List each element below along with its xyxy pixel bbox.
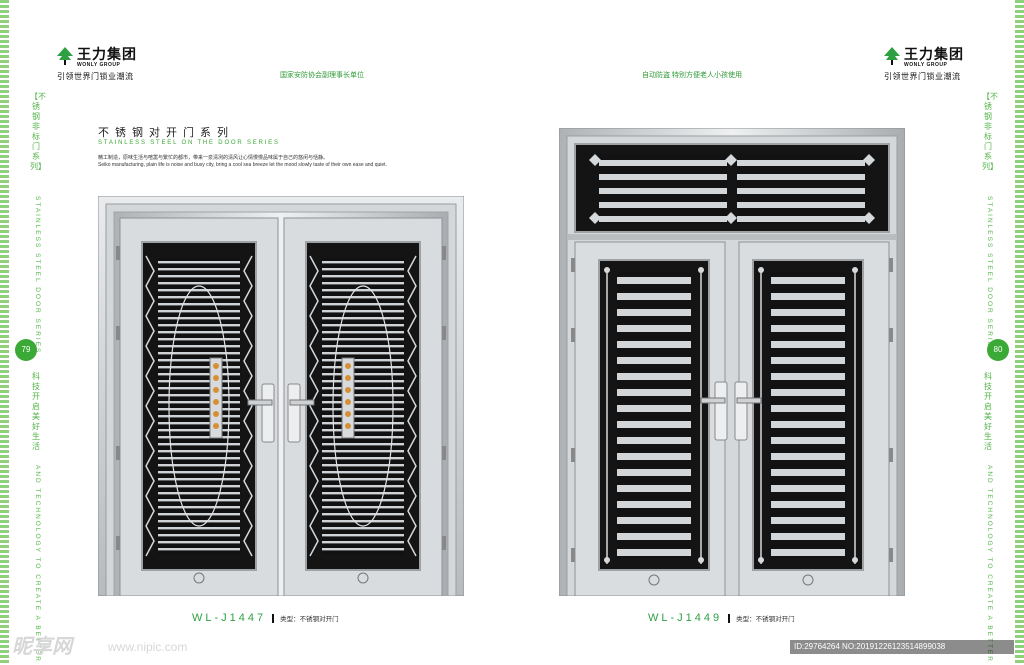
door-image-wl-j1449 [559, 128, 905, 596]
left-spine-chinese: 【不锈钢非标门系列】 [30, 92, 46, 171]
product-caption-1: WL-J1447 类型：不锈钢对开门 [192, 612, 339, 624]
right-spine-english2: AND TECHNOLOGY TO CREATE A BETTER [986, 465, 993, 663]
brand-slogan: 引领世界门锁业潮流 [57, 72, 134, 81]
series-description-cn: 精工制造，原味生活与喧嚣与繁忙的都市，带来一泉清冽的清风让心情慢慢品味属于自己的… [98, 155, 329, 161]
brand-name: 王力集团 [904, 46, 964, 62]
watermark-url: www.nipic.com [108, 640, 188, 654]
header-note-left: 国家安防协会副理事长单位 [280, 72, 364, 79]
left-page-number: 79 [15, 339, 37, 361]
caption-divider [728, 613, 731, 623]
brand-slogan: 引领世界门锁业潮流 [884, 72, 961, 81]
right-spine-chinese: 【不锈钢非标门系列】 [982, 92, 998, 171]
tree-logo-icon [57, 47, 73, 65]
series-description-en: Seiko manufacturing, plain life is noise… [98, 162, 387, 168]
product-type: 类型：不锈钢对开门 [736, 616, 795, 623]
watermark-id: ID:29764264 NO:20191226123514899038 [790, 640, 1014, 654]
watermark-logo: 昵享网 [12, 636, 72, 658]
brand-english: WONLY GROUP [904, 62, 948, 68]
left-decor-strip [0, 0, 9, 665]
product-type: 类型：不锈钢对开门 [280, 616, 339, 623]
right-page-number: 80 [987, 339, 1009, 361]
right-spine-english: STAINLESS STEEL DOOR SERIES [986, 196, 993, 355]
brand-name: 王力集团 [77, 46, 137, 62]
brand-logo-right: 王力集团 WONLY GROUP 引领世界门锁业潮流 [884, 44, 964, 82]
product-model: WL-J1447 [192, 612, 267, 624]
right-decor-strip [1015, 0, 1024, 665]
brand-logo-left: 王力集团 WONLY GROUP 引领世界门锁业潮流 [57, 44, 137, 82]
left-spine-english2: AND TECHNOLOGY TO CREATE A BETTER [34, 465, 41, 663]
tree-logo-icon [884, 47, 900, 65]
brand-english: WONLY GROUP [77, 62, 121, 68]
right-spine-chinese2: 科技开启美好生活 [984, 372, 992, 451]
door-image-wl-j1447 [98, 196, 464, 596]
series-english: STAINLESS STEEL ON THE DOOR SERIES [98, 140, 280, 146]
left-spine-english: STAINLESS STEEL DOOR SERIES [34, 196, 41, 355]
caption-divider [272, 613, 275, 623]
left-spine-chinese2: 科技开启美好生活 [32, 372, 40, 451]
header-note-right: 自动防盗 特别方便老人小孩使用 [642, 72, 742, 79]
product-model: WL-J1449 [648, 612, 723, 624]
series-title: 不锈钢对开门系列 [98, 127, 234, 139]
product-caption-2: WL-J1449 类型：不锈钢对开门 [648, 612, 795, 624]
